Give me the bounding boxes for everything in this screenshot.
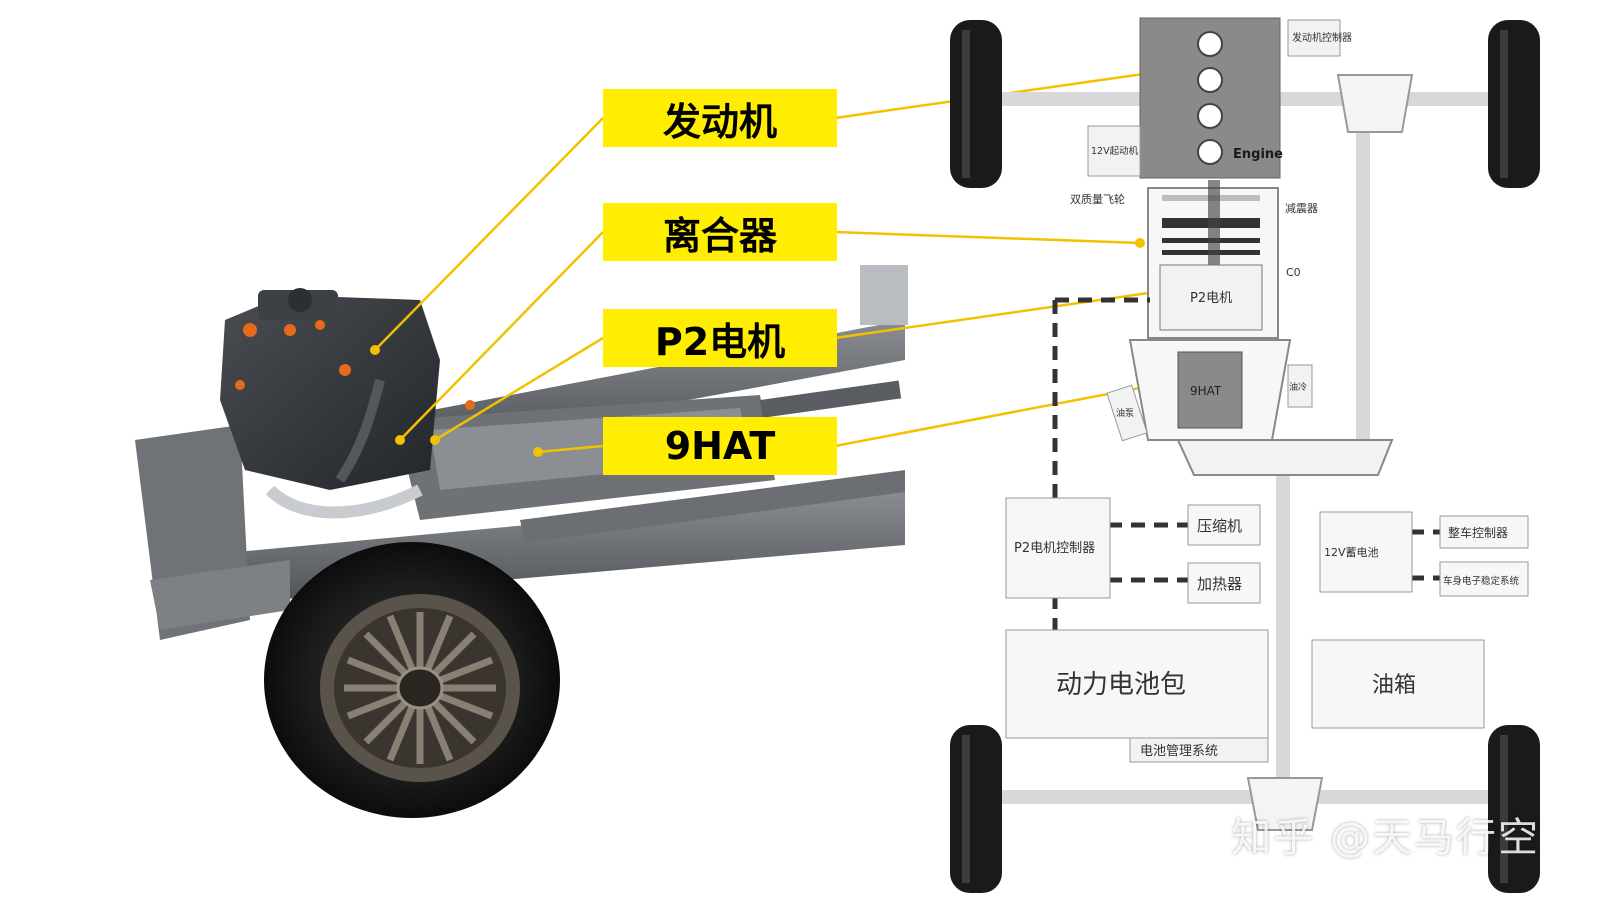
heater-box — [1187, 562, 1261, 604]
callout-9hat: 9HAT — [603, 417, 837, 475]
wheel-front-left — [950, 20, 1002, 188]
gearbox-9hat-block — [1177, 351, 1243, 429]
battery-12v-label: 12V蓄电池 — [1324, 546, 1379, 559]
callout-engine: 发动机 — [603, 89, 837, 147]
rear-crossmember — [860, 265, 908, 325]
gearbox-right-label: 油冷 — [1289, 381, 1307, 393]
wheel-rear-right — [1488, 725, 1540, 893]
engine-label: Engine — [1233, 147, 1283, 162]
leader-p2-photo — [434, 336, 604, 442]
battery-pack-box — [1005, 629, 1269, 739]
driveshaft — [760, 380, 902, 418]
battery-pack-label: 动力电池包 — [1056, 670, 1186, 700]
engine-controller-label: 发动机控制器 — [1292, 31, 1352, 44]
wheel-rear-left — [950, 725, 1002, 893]
leader-engine-photo — [374, 117, 604, 351]
esc-box — [1439, 561, 1529, 597]
fuel-tank-label: 油箱 — [1372, 673, 1416, 698]
leader-clutch-diagram — [834, 230, 1141, 245]
transfer-case — [1176, 439, 1394, 476]
callout-clutch: 离合器 — [603, 203, 837, 261]
propeller-shaft — [1276, 470, 1290, 790]
starter-label: 12V起动机 — [1091, 145, 1139, 157]
rear-differential — [1246, 777, 1324, 831]
callout-p2-motor: P2电机 — [603, 309, 837, 367]
watermark: 知乎 @天马行空 — [1231, 815, 1540, 861]
p2-motor-diagram-label: P2电机 — [1190, 291, 1232, 306]
engine-block — [220, 295, 440, 490]
vehicle-controller-label: 整车控制器 — [1448, 525, 1508, 540]
gearbox-diagram-label: 9HAT — [1190, 384, 1222, 398]
battery-12v-box — [1319, 511, 1413, 593]
compressor-label: 压缩机 — [1197, 517, 1242, 535]
gearbox-left-label: 油泵 — [1116, 407, 1134, 419]
c0-label: C0 — [1286, 266, 1301, 279]
flywheel-label: 双质量飞轮 — [1070, 192, 1125, 206]
p2-motor-block — [1159, 264, 1263, 331]
bms-box — [1129, 737, 1269, 763]
leader-clutch-photo — [399, 231, 604, 441]
esc-label: 车身电子稳定系统 — [1443, 575, 1520, 587]
fuel-tank-box — [1311, 639, 1485, 729]
damper-label: 减震器 — [1285, 202, 1318, 215]
heater-label: 加热器 — [1197, 575, 1242, 593]
front-wheel — [264, 542, 560, 818]
leader-9hat-diagram — [834, 383, 1156, 448]
front-differential — [1336, 74, 1414, 133]
compressor-box — [1187, 504, 1261, 546]
leader-9hat-photo — [537, 444, 604, 454]
engine-cylinders — [1197, 31, 1223, 165]
bms-label: 电池管理系统 — [1140, 744, 1218, 759]
p2-controller-label: P2电机控制器 — [1014, 541, 1095, 556]
p2-controller-box — [1005, 497, 1111, 599]
vehicle-controller-box — [1439, 515, 1529, 549]
hv-dashed-links — [1052, 297, 1440, 650]
wheel-front-right — [1488, 20, 1540, 188]
